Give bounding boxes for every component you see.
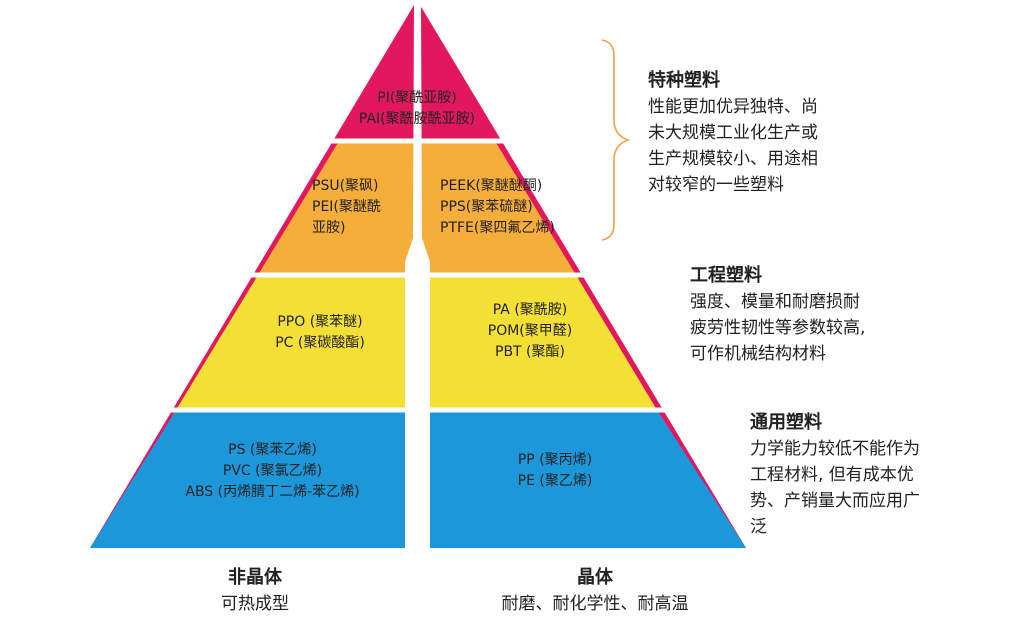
label-abs: ABS (丙烯腈丁二烯-苯乙烯) (185, 484, 360, 500)
crystalline-subtitle: 耐磨、耐化学性、耐高温 (501, 594, 689, 614)
special-line-3: 生产规模较小、用途相 (648, 149, 818, 169)
general-line-3: 势、产销量大而应用广 (750, 491, 920, 511)
label-pc: PC (聚碳酸酯) (275, 335, 365, 351)
general-plastics-description: 通用塑料 力学能力较低不能作为 工程材料, 但有成本优 势、产销量大而应用广 泛 (750, 410, 920, 540)
crystalline-caption: 晶体 耐磨、耐化学性、耐高温 (455, 565, 735, 617)
crystalline-title: 晶体 (577, 567, 613, 588)
label-pbt: PBT (聚酯) (495, 344, 565, 360)
label-middle-right: PA (聚酰胺) POM(聚甲醛) PBT (聚酯) (445, 300, 615, 363)
label-upper-left: PSU(聚砜) PEI(聚醚酰 亚胺) (292, 176, 432, 239)
label-peek: PEEK(聚醚醚酮) (440, 178, 543, 194)
general-line-4: 泛 (750, 517, 767, 537)
label-pom: POM(聚甲醛) (487, 323, 573, 339)
label-ps: PS (聚苯乙烯) (228, 442, 317, 458)
engineering-line-3: 可作机械结构材料 (690, 344, 826, 364)
general-line-1: 力学能力较低不能作为 (750, 439, 920, 459)
amorphous-caption: 非晶体 可热成型 (195, 565, 315, 617)
vertical-divider (405, 0, 430, 548)
label-pvc: PVC (聚氯乙烯) (222, 463, 323, 479)
general-plastics-title: 通用塑料 (750, 412, 822, 433)
special-line-2: 未大规模工业化生产或 (648, 123, 818, 143)
amorphous-subtitle: 可热成型 (221, 594, 289, 614)
special-plastics-description: 特种塑料 性能更加优异独特、尚 未大规模工业化生产或 生产规模较小、用途相 对较… (648, 68, 818, 198)
label-pe: PE (聚乙烯) (517, 473, 593, 489)
special-line-1: 性能更加优异独特、尚 (648, 97, 818, 117)
vertical-divider-top (415, 0, 419, 238)
label-bottom-left: PS (聚苯乙烯) PVC (聚氯乙烯) ABS (丙烯腈丁二烯-苯乙烯) (140, 440, 405, 503)
label-ptfe: PTFE(聚四氟乙烯) (440, 220, 555, 236)
special-plastics-title: 特种塑料 (648, 70, 720, 91)
label-psu: PSU(聚砜) (312, 178, 379, 194)
label-pei: PEI(聚醚酰 (312, 199, 381, 215)
label-pps: PPS(聚苯硫醚) (440, 199, 533, 215)
label-upper-right: PEEK(聚醚醚酮) PPS(聚苯硫醚) PTFE(聚四氟乙烯) (440, 176, 600, 239)
engineering-line-2: 疲劳性韧性等参数较高, (690, 318, 866, 338)
label-ppo: PPO (聚苯醚) (277, 314, 363, 330)
label-bottom-right: PP (聚丙烯) PE (聚乙烯) (470, 450, 640, 492)
engineering-line-1: 强度、模量和耐磨损耐 (690, 292, 860, 312)
label-pei-cont: 亚胺) (312, 220, 346, 236)
curly-brace (601, 39, 631, 241)
amorphous-title: 非晶体 (228, 567, 282, 588)
label-pp: PP (聚丙烯) (517, 452, 593, 468)
special-line-4: 对较窄的一些塑料 (648, 175, 784, 195)
engineering-plastics-description: 工程塑料 强度、模量和耐磨损耐 疲劳性韧性等参数较高, 可作机械结构材料 (690, 263, 865, 367)
label-middle-left: PPO (聚苯醚) PC (聚碳酸酯) (235, 312, 405, 354)
label-pi: PI(聚酰亚胺) (377, 90, 457, 106)
general-line-2: 工程材料, 但有成本优 (750, 465, 914, 485)
engineering-plastics-title: 工程塑料 (690, 265, 762, 286)
label-top: PI(聚酰亚胺) PAI(聚酰胺酰亚胺) (317, 88, 517, 130)
label-pa: PA (聚酰胺) (492, 302, 568, 318)
label-pai: PAI(聚酰胺酰亚胺) (358, 111, 476, 127)
